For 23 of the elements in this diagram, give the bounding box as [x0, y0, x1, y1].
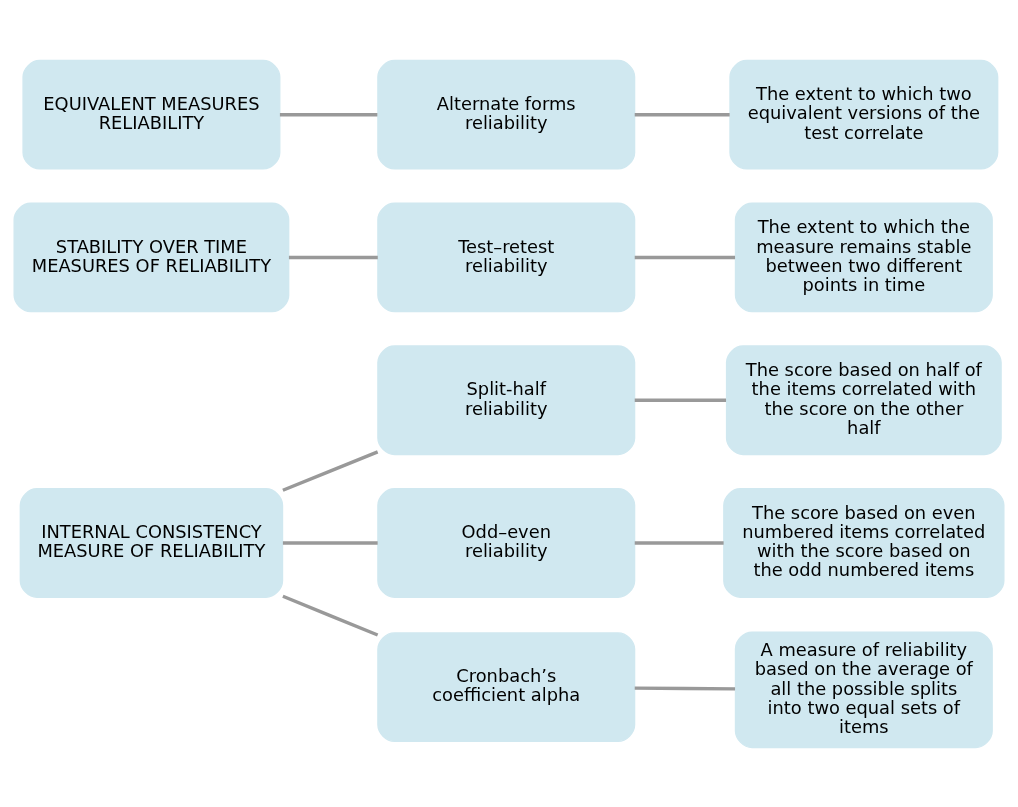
node-box: The extent to which two equivalent versions of the test correlate [729, 59, 999, 170]
connector [282, 540, 378, 545]
connector [288, 255, 378, 259]
node-box: STABILITY OVER TIME MEASURES OF RELIABILITY [13, 202, 290, 312]
connector [634, 685, 736, 691]
connector [634, 540, 724, 545]
node-box: Cronbach’s coefficient alpha [377, 631, 636, 742]
connector [279, 112, 378, 116]
connector [282, 449, 379, 492]
node-box: The score based on even numbered items correlated with the score based on the odd numbered items [723, 487, 1005, 598]
connector [634, 112, 730, 116]
node-box: Test–retest reliability [377, 202, 636, 312]
connector [282, 594, 379, 637]
node-box: A measure of reliability based on the average of all the possible splits into two equal sets of items [734, 631, 993, 748]
node-box: Odd–even reliability [377, 487, 636, 598]
node-box: INTERNAL CONSISTENCY MEASURE OF RELIABILITY [19, 487, 284, 598]
node-box: The score based on half of the items correlated with the score on the other half [725, 344, 1002, 455]
node-box: Split-half reliability [377, 344, 636, 455]
connector [634, 398, 727, 402]
node-box: EQUIVALENT MEASURES RELIABILITY [22, 59, 281, 170]
node-box: Alternate forms reliability [377, 59, 636, 170]
node-box: The extent to which the measure remains stable between two different points in time [734, 202, 993, 312]
connector [634, 255, 736, 259]
